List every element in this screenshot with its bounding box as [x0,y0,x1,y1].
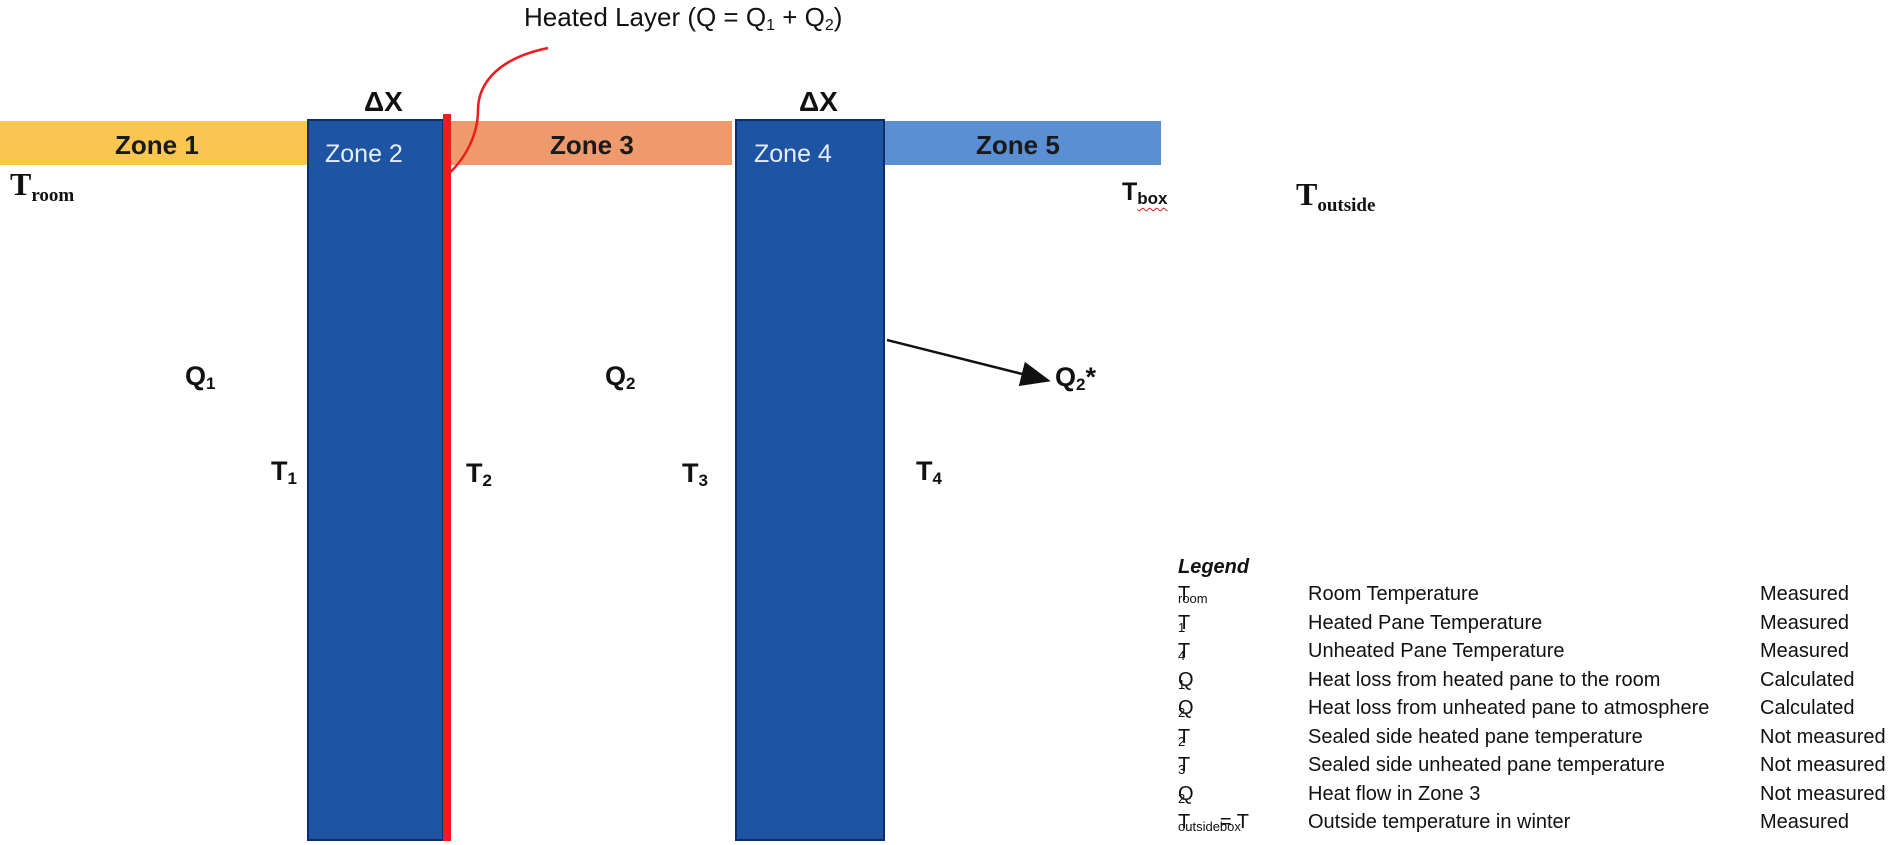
zone-2-label: Zone 2 [325,140,403,168]
zone-4-pane [735,119,885,841]
legend-description: Unheated Pane Temperature [1308,640,1565,662]
q2-label: Q2 [605,361,636,393]
t2-label: T2 [466,458,492,490]
legend-description: Heat loss from unheated pane to atmosphe… [1308,697,1710,719]
legend-status: Calculated [1760,668,1855,691]
legend-status: Not measured [1760,754,1886,776]
zone-3-label: Zone 3 [550,130,634,160]
delta-x-zone-4: ΔX [799,86,838,117]
legend-status: Measured [1760,811,1849,833]
toutside-label: Toutside [1296,176,1376,216]
legend-status: Measured [1760,640,1849,662]
zone-5-band [884,121,1161,165]
legend-status: Not measured [1760,782,1886,805]
legend-description: Sealed side unheated pane temperature [1308,754,1665,776]
q2-star-label: Q2* [1055,362,1096,394]
zone-1-band [0,121,308,165]
t1-label: T1 [271,456,297,488]
legend-description: Room Temperature [1308,583,1479,605]
legend-description: Heat flow in Zone 3 [1308,782,1481,805]
legend-status: Not measured [1760,725,1886,748]
t3-label: T3 [682,458,708,490]
delta-x-zone-2: ΔX [364,86,403,117]
legend-description: Heated Pane Temperature [1308,611,1543,634]
heated-layer [443,114,451,841]
t4-label: T4 [916,456,942,488]
legend-description: Heat loss from heated pane to the room [1308,668,1661,691]
troom-label: Troom [10,166,75,206]
tbox-label: Tbox [1122,178,1168,208]
q1-label: Q1 [185,361,216,393]
legend-status: Measured [1760,583,1849,605]
heated-layer-title: Heated Layer (Q = Q1 + Q2) [524,2,843,34]
legend-description: Outside temperature in winter [1308,811,1571,833]
legend-status: Measured [1760,611,1849,634]
zone-4-label: Zone 4 [754,140,832,168]
zone-2-pane [307,119,444,841]
legend-title: Legend [1178,556,1250,578]
zone-1-label: Zone 1 [115,130,199,160]
zone-5-label: Zone 5 [976,130,1060,160]
legend-description: Sealed side heated pane temperature [1308,725,1643,748]
legend-status: Calculated [1760,697,1855,719]
q2-star-arrow [886,338,1051,387]
